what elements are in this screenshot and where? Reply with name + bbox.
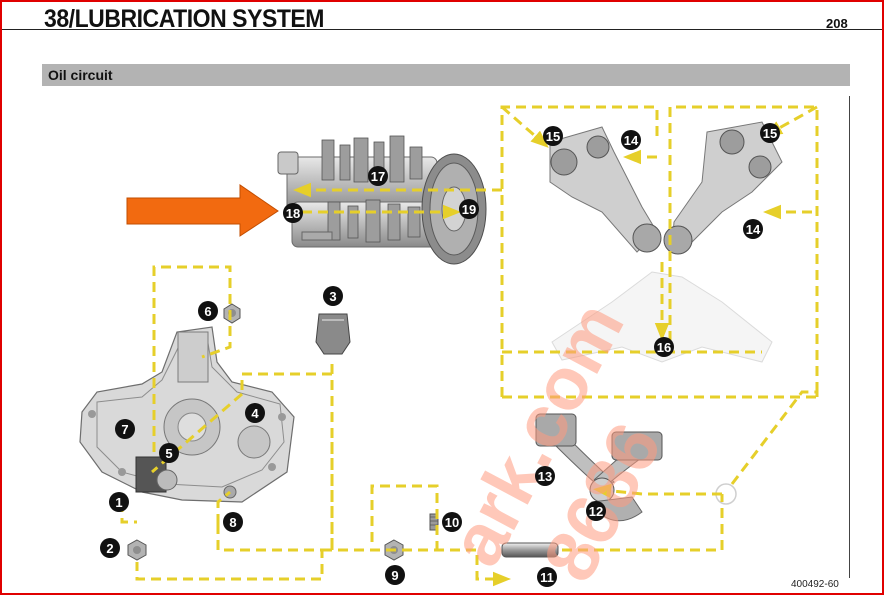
svg-text:19: 19: [462, 202, 476, 217]
svg-text:6: 6: [204, 304, 211, 319]
svg-text:15: 15: [546, 129, 560, 144]
callout-17: 17: [368, 166, 388, 186]
callout-11: 11: [537, 567, 557, 587]
figure-code: 400492-60: [791, 579, 839, 590]
svg-text:1: 1: [115, 495, 122, 510]
callout-18: 18: [283, 203, 303, 223]
page-number: 208: [826, 16, 848, 31]
cylinder-head-left-illustration: [549, 126, 662, 253]
svg-text:18: 18: [286, 206, 300, 221]
gearbox-illustration: [277, 135, 487, 265]
oil-path-crank: [593, 483, 722, 499]
callout-3: 3: [323, 286, 343, 306]
oil-path-to-crank: [562, 494, 724, 552]
oil-path-right-up: [500, 105, 659, 397]
svg-text:3: 3: [329, 289, 336, 304]
crankcase-illustration: [79, 326, 295, 503]
callout-12: 12: [586, 501, 606, 521]
svg-text:16: 16: [657, 340, 671, 355]
callout-15a: 15: [543, 126, 563, 146]
callout-19: 19: [459, 199, 479, 219]
svg-text:17: 17: [371, 169, 385, 184]
oil-path-8: [216, 490, 231, 524]
oil-path-lines: [120, 105, 819, 587]
callout-14b: 14: [743, 219, 763, 239]
svg-text:8: 8: [229, 515, 236, 530]
callout-10: 10: [442, 512, 462, 532]
callout-5: 5: [159, 443, 179, 463]
callout-1: 1: [109, 492, 129, 512]
callout-14a: 14: [621, 130, 641, 150]
oil-path-right-frame: [502, 105, 819, 399]
callout-2: 2: [100, 538, 120, 558]
cylinder-head-right-illustration: [663, 121, 783, 255]
svg-text:7: 7: [121, 422, 128, 437]
svg-text:4: 4: [251, 406, 259, 421]
svg-text:10: 10: [445, 515, 459, 530]
highlight-arrow: [126, 184, 279, 237]
svg-text:9: 9: [391, 568, 398, 583]
right-margin-rule: [849, 96, 850, 578]
callout-4: 4: [245, 403, 265, 423]
callout-7: 7: [115, 419, 135, 439]
callout-9: 9: [385, 565, 405, 585]
svg-text:15: 15: [763, 126, 777, 141]
svg-text:11: 11: [540, 570, 554, 585]
svg-text:14: 14: [746, 222, 761, 237]
svg-text:13: 13: [538, 469, 552, 484]
callout-13: 13: [535, 466, 555, 486]
section-title: 38/LUBRICATION SYSTEM: [44, 5, 324, 33]
oil-path-pump-loop: [135, 524, 324, 581]
oil-path-lower-main: [322, 548, 511, 587]
callout-16: 16: [654, 337, 674, 357]
oil-path-left-loop: [152, 265, 232, 452]
svg-text:2: 2: [106, 541, 113, 556]
drain-plug-2-illustration: [127, 539, 147, 561]
svg-text:14: 14: [624, 133, 639, 148]
oil-path-15a: [501, 105, 549, 148]
pressure-pin-11-illustration: [501, 542, 559, 558]
svg-text:12: 12: [589, 504, 603, 519]
screw-plug-6-illustration: [223, 303, 241, 324]
subsection-title: Oil circuit: [48, 67, 113, 83]
oil-path-up-right: [730, 390, 819, 485]
title-divider: [2, 29, 882, 30]
oil-filter-cover-illustration: [315, 313, 351, 355]
callout-8: 8: [223, 512, 243, 532]
subsection-bar: Oil circuit: [42, 64, 850, 86]
callout-6: 6: [198, 301, 218, 321]
svg-text:5: 5: [165, 446, 172, 461]
oil-path-15b: [764, 105, 818, 137]
callout-15b: 15: [760, 123, 780, 143]
oil-path-valve-loop: [370, 484, 439, 550]
